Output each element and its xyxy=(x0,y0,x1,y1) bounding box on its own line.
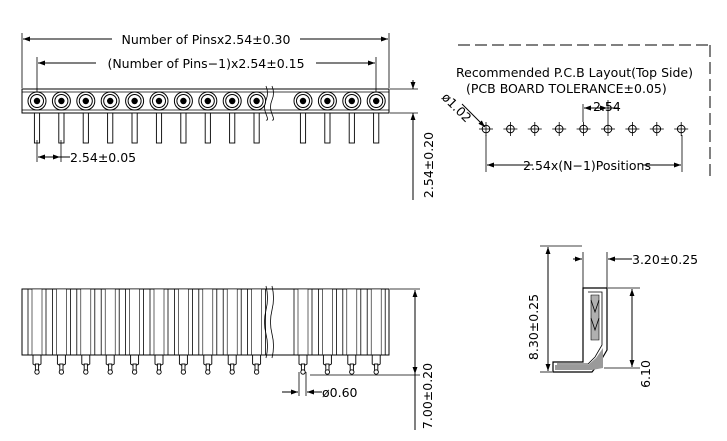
pcb-hole xyxy=(527,122,542,136)
front-view: Number of Pinsx2.54±0.30 (Number of Pins… xyxy=(21,32,436,200)
front-pin xyxy=(342,91,362,144)
side-pin xyxy=(247,288,267,375)
front-pin xyxy=(222,91,242,144)
pcb-pitch-dimension: 2.54 xyxy=(582,99,621,122)
side-pins xyxy=(27,288,386,375)
front-pin xyxy=(125,91,145,144)
pcb-holes xyxy=(479,122,689,136)
side-pin xyxy=(222,288,242,375)
break-mark-left xyxy=(264,85,268,121)
pcb-positions-dimension: 2.54x(N−1)Positions xyxy=(485,135,683,173)
pin-diameter-dimension: ø0.60 xyxy=(282,372,358,400)
pcb-layout: Recommended P.C.B Layout(Top Side) (PCB … xyxy=(439,44,711,180)
side-pin xyxy=(149,288,169,375)
side-pin xyxy=(52,288,71,375)
overall-length-dimension: Number of Pinsx2.54±0.30 xyxy=(23,32,388,47)
side-pin xyxy=(27,288,47,375)
pcb-layout-title: Recommended P.C.B Layout(Top Side) xyxy=(456,65,693,80)
side-view: ø0.60 7.00±0.20 xyxy=(21,285,435,430)
front-pin xyxy=(27,91,47,144)
side-height-label: 7.00±0.20 xyxy=(420,363,435,429)
side-pin xyxy=(125,288,145,375)
pcb-positions-label: 2.54x(N−1)Positions xyxy=(523,158,651,173)
end-view: 3.20±0.25 8.30±0.25 6.10 xyxy=(526,245,698,388)
side-pin xyxy=(76,288,96,375)
pcb-hole xyxy=(576,122,591,136)
side-height-dimension: 7.00±0.20 xyxy=(310,288,435,430)
end-height-label: 8.30±0.25 xyxy=(526,294,541,360)
side-pin xyxy=(342,288,362,375)
pin-span-label: (Number of Pins−1)x2.54±0.15 xyxy=(107,56,304,71)
pcb-layout-tolerance: (PCB BOARD TOLERANCE±0.05) xyxy=(466,81,667,96)
front-pitch-dimension: 2.54±0.05 xyxy=(36,140,136,165)
pin-diameter-label: ø0.60 xyxy=(322,385,358,400)
end-width-dimension: 3.20±0.25 xyxy=(573,252,698,290)
front-pitch-label: 2.54±0.05 xyxy=(70,150,136,165)
front-pin xyxy=(76,91,96,144)
front-pin xyxy=(317,91,337,144)
side-pin xyxy=(317,288,337,375)
front-pins xyxy=(27,91,386,144)
front-pin xyxy=(149,91,169,144)
pcb-hole xyxy=(674,122,689,136)
end-height-dimension: 8.30±0.25 xyxy=(526,245,582,373)
pcb-pitch-label: 2.54 xyxy=(593,99,621,114)
end-inner-dimension: 6.10 xyxy=(604,287,653,388)
front-pin xyxy=(51,91,71,144)
front-pin xyxy=(366,91,386,144)
front-pin xyxy=(198,91,218,144)
side-pin xyxy=(293,288,313,375)
pcb-hole xyxy=(479,122,493,136)
side-break-left xyxy=(264,285,268,359)
pcb-hole xyxy=(649,122,664,136)
pcb-hole xyxy=(503,122,518,136)
overall-length-label: Number of Pinsx2.54±0.30 xyxy=(122,32,291,47)
end-inner-label: 6.10 xyxy=(638,360,653,388)
front-height-dimension: 2.54±0.20 xyxy=(390,80,436,200)
side-pin xyxy=(173,288,193,375)
side-pin xyxy=(366,288,386,375)
end-width-label: 3.20±0.25 xyxy=(632,252,698,267)
side-pin xyxy=(100,288,120,375)
break-mark-right xyxy=(270,85,274,121)
front-pin xyxy=(100,91,120,144)
side-pin xyxy=(198,288,218,375)
pcb-hole xyxy=(552,122,567,136)
front-height-label: 2.54±0.20 xyxy=(421,132,436,198)
side-break-right xyxy=(270,285,274,359)
front-pin xyxy=(247,91,267,144)
pcb-hole xyxy=(625,122,640,136)
pcb-hole xyxy=(601,122,615,136)
pin-span-dimension: (Number of Pins−1)x2.54±0.15 xyxy=(38,56,375,71)
front-pin xyxy=(293,91,313,144)
front-pin xyxy=(173,91,193,144)
